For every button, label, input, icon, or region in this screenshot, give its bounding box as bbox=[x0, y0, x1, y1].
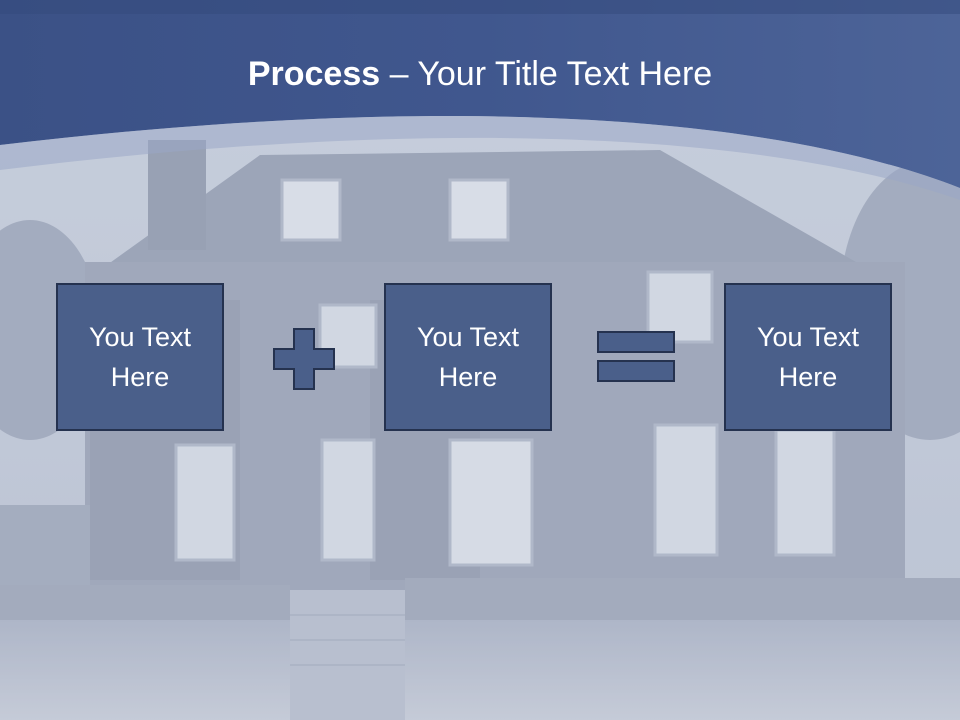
process-box-1-text: You Text Here bbox=[88, 322, 192, 392]
process-box-3[interactable]: You Text Here bbox=[724, 283, 892, 431]
equals-icon bbox=[597, 331, 675, 382]
process-box-2[interactable]: You Text Here bbox=[384, 283, 552, 431]
title-bold: Process bbox=[247, 55, 381, 93]
title-rest: Your Title Text Here bbox=[417, 55, 713, 93]
title-separator: – bbox=[380, 55, 418, 93]
process-box-3-text: You Text Here bbox=[756, 322, 860, 392]
plus-icon bbox=[273, 328, 335, 390]
process-box-1[interactable]: You Text Here bbox=[56, 283, 224, 431]
slide-title: Process – Your Title Text Here bbox=[0, 52, 960, 96]
process-box-2-text: You Text Here bbox=[416, 322, 520, 392]
